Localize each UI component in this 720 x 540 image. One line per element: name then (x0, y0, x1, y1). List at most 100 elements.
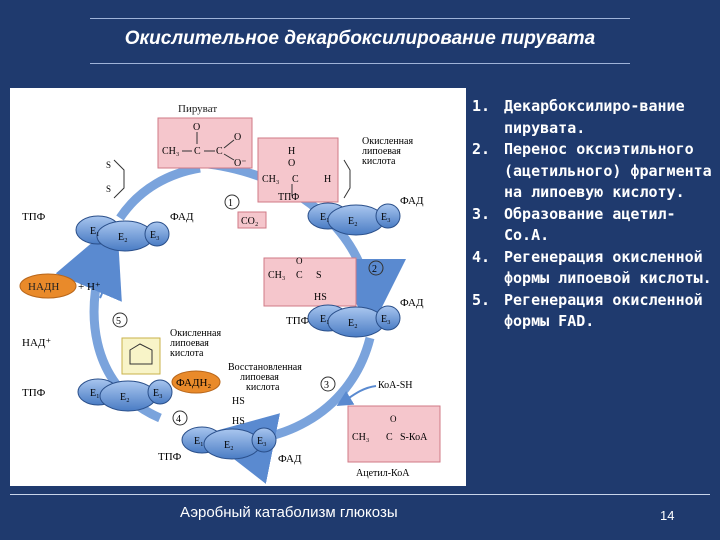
e2-5: E₂ (224, 440, 234, 451)
step-item-3: 3. Образование ацетил-Со.А. (472, 204, 712, 247)
hs-text-3: HS (232, 416, 245, 427)
lipoic-ring-topleft (113, 159, 125, 199)
e1-4: E₁ (90, 388, 100, 399)
label-reduced-lipoic-3: кислота (246, 382, 280, 393)
c-text-2: C (216, 146, 223, 157)
fadh2-label: ФАДН₂ (176, 377, 211, 389)
hs-text-2: HS (232, 396, 245, 407)
diagram-ellipse-shape (144, 221, 170, 247)
cycle-arrow-top (116, 163, 201, 221)
e2-4: E₂ (120, 392, 130, 403)
hydroxyethyl-box (257, 137, 339, 203)
title-rule-bottom (90, 63, 630, 64)
e2-2: E₂ (348, 216, 358, 227)
slide-title: Окислительное декарбоксилирование пирува… (124, 28, 596, 49)
acetyl-coa-label: Ацетил-КоА (356, 468, 410, 479)
s-coa-label: S-КоА (400, 432, 428, 443)
step-item-5: 5. Регенерация окисленной формы FAD. (472, 290, 712, 333)
ch3-text: CH₃ (162, 146, 179, 157)
c-text-4: C (296, 270, 303, 281)
label-oxidized-lipoic-5: липоевая (170, 338, 209, 349)
steps-list: 1. Декарбоксилиро-вание пирувата. 2. Перен… (472, 96, 712, 333)
diagram-circle-shape (224, 194, 240, 210)
e3-1: E₃ (150, 230, 160, 241)
o-minus-text: O⁻ (234, 158, 247, 169)
acetyl-coa-box (347, 405, 441, 463)
step-num-2: 2 (372, 264, 377, 275)
tpp-label-1: ТПФ (278, 192, 299, 203)
c-text-3: C (292, 174, 299, 185)
ch3-text-3: CH₃ (268, 270, 285, 281)
step-text-1: Декарбоксилиро-вание пирувата. (504, 97, 685, 137)
step-num-5: 5 (116, 316, 121, 327)
title-rule-top (90, 18, 630, 19)
e1-2: E₁ (320, 212, 330, 223)
tpp-label-5: ТПФ (158, 451, 182, 463)
diagram-ellipse-shape (147, 379, 173, 405)
c-text: C (194, 146, 201, 157)
tpp-label-3: ТПФ (286, 315, 310, 327)
diagram-circle-shape (320, 376, 336, 392)
o-text-4: O (296, 256, 303, 266)
diagram-circle-shape (172, 410, 188, 426)
e1-3: E₁ (320, 314, 330, 325)
diagram-ellipse-shape (375, 305, 401, 331)
step-num-1: 1 (228, 198, 233, 209)
label-reduced-lipoic-1: Восстановленная (228, 362, 302, 373)
footer-text: Аэробный катаболизм глюкозы (180, 504, 398, 521)
step-text-2: Перенос оксиэтильного (ацетильного) фраг… (504, 140, 712, 201)
step-item-4: 4. Регенерация окисленной формы липоевой … (472, 247, 712, 290)
o-text-5: O (390, 414, 397, 424)
tpp-label-2: ТПФ (22, 211, 46, 223)
step-text-5: Регенерация окисленной формы FAD. (504, 290, 703, 331)
pyruvate-box (157, 117, 253, 169)
label-pyruvate: Пируват (178, 103, 217, 115)
e3-3: E₃ (381, 314, 391, 325)
h-text-2: H (324, 174, 331, 185)
co2-label: CO₂ (241, 216, 258, 227)
h-plus-label: + H⁺ (78, 281, 101, 293)
step-text-3: Образование ацетил-Со.А. (504, 204, 676, 245)
diagram-line-shape (223, 153, 235, 161)
step-number-3: 3. (472, 204, 491, 223)
label-oxidized-lipoic-6: кислота (170, 348, 204, 359)
step-text-4: Регенерация окисленной формы липоевой ки… (504, 247, 712, 288)
e3-5: E₃ (257, 436, 267, 447)
diagram-path-shape (86, 256, 106, 299)
label-reduced-lipoic-2: липоевая (240, 372, 279, 383)
step-number-2: 2. (472, 140, 491, 158)
tpp-label-4: ТПФ (22, 387, 46, 399)
diagram-ellipse-shape (251, 427, 277, 453)
step-number-4: 4. (472, 247, 491, 266)
e3-2: E₃ (381, 212, 391, 223)
ox-lipoic-yellow-box (121, 337, 161, 375)
o-text-3: O (288, 158, 295, 169)
nad-label: НАД⁺ (22, 337, 51, 349)
diagram-circle-shape (112, 312, 128, 328)
step-num-4: 4 (176, 414, 181, 425)
coa-sh-label: КоА-SH (378, 380, 413, 391)
fad-label-1: ФАД (170, 211, 194, 223)
acetyl-lipoate-box (263, 257, 357, 307)
step-number-5: 5. (472, 290, 491, 309)
s-text-3: S (316, 270, 322, 281)
e2-3: E₂ (348, 318, 358, 329)
e1-1: E₁ (90, 226, 100, 237)
page-number: 14 (660, 508, 675, 523)
fad-label-4: ФАД (278, 453, 302, 465)
hs-text-1: HS (314, 292, 327, 303)
label-oxidized-lipoic-2: липоевая (362, 146, 401, 157)
fad-label-2: ФАД (400, 195, 424, 207)
h-text: H (288, 146, 295, 157)
o-text-2: O (234, 132, 241, 143)
ch3-text-2: CH₃ (262, 174, 279, 185)
step-item-1: 1. Декарбоксилиро-вание пирувата. (472, 96, 712, 139)
lipoic-ring-topright (343, 159, 351, 199)
nadh-label: НАДН (28, 281, 59, 293)
label-oxidized-lipoic-3: кислота (362, 156, 396, 167)
fad-label-3: ФАД (400, 297, 424, 309)
footer-rule (10, 494, 710, 495)
step-number-1: 1. (472, 97, 491, 115)
e3-4: E₃ (153, 388, 163, 399)
s-text-2: S (106, 184, 111, 194)
